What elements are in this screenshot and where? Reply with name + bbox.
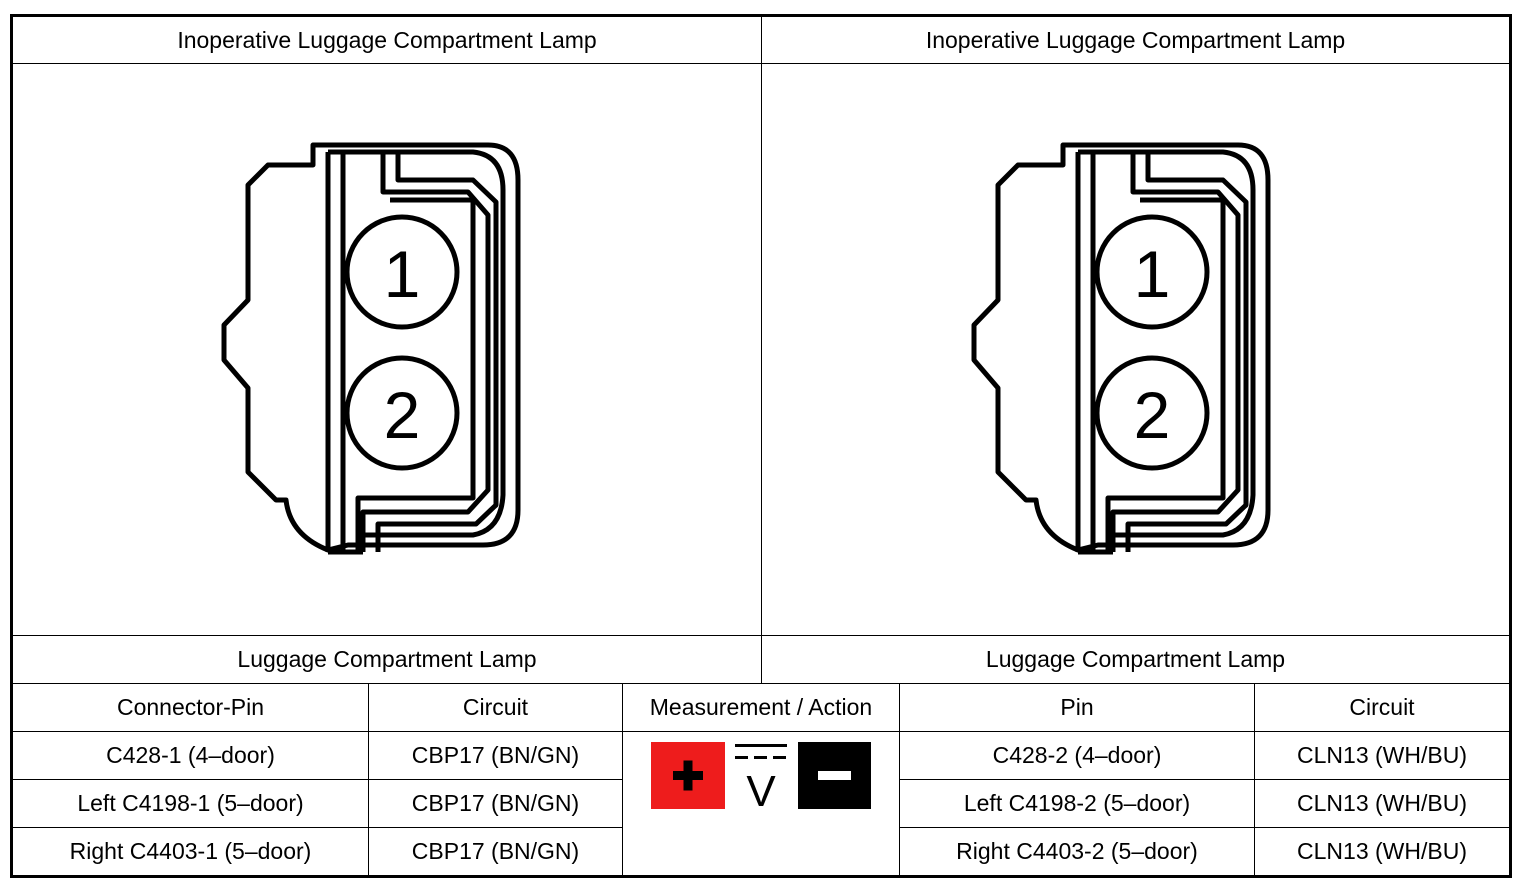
- divider: [900, 779, 1509, 780]
- divider: [13, 683, 1509, 684]
- connector-face-left: 1 2: [221, 142, 521, 555]
- divider: [899, 684, 900, 875]
- pin-2-circle: [1094, 355, 1210, 471]
- table-cell: CLN13 (WH/BU): [1297, 742, 1467, 768]
- table-cell: CBP17 (BN/GN): [411, 742, 580, 768]
- table-cell: C428-1 (4–door): [106, 742, 275, 768]
- table-cell: C428-2 (4–door): [992, 742, 1162, 768]
- component-name-left: Luggage Compartment Lamp: [237, 646, 537, 672]
- pin-1-label: 1: [384, 237, 421, 311]
- header-measurement: Measurement / Action: [649, 694, 873, 720]
- table-cell: Left C4198-2 (5–door): [963, 790, 1191, 816]
- table-cell: CLN13 (WH/BU): [1297, 838, 1467, 864]
- pin-1-circle: [344, 214, 460, 330]
- diagram-frame: [10, 14, 1512, 878]
- component-name-right: Luggage Compartment Lamp: [985, 646, 1286, 672]
- panel-title-right: Inoperative Luggage Compartment Lamp: [925, 26, 1346, 53]
- pin-1-label: 1: [1134, 237, 1171, 311]
- divider: [1254, 684, 1255, 875]
- dc-voltmeter-icon: V: [735, 744, 787, 810]
- header-pin: Pin: [1060, 694, 1094, 720]
- divider: [761, 17, 762, 684]
- divider: [13, 635, 1509, 636]
- connector-face-right: 1 2: [971, 142, 1271, 555]
- pin-1-circle: [1094, 214, 1210, 330]
- table-cell: Right C4403-2 (5–door): [956, 838, 1198, 864]
- table-cell: CBP17 (BN/GN): [411, 790, 580, 816]
- pin-2-label: 2: [384, 378, 421, 452]
- divider: [13, 779, 623, 780]
- table-cell: Right C4403-1 (5–door): [69, 838, 312, 864]
- divider: [368, 684, 369, 875]
- divider: [622, 684, 623, 875]
- header-circuit-left: Circuit: [462, 694, 529, 720]
- table-cell: CBP17 (BN/GN): [411, 838, 580, 864]
- header-circuit-right: Circuit: [1349, 694, 1415, 720]
- table-cell: CLN13 (WH/BU): [1297, 790, 1467, 816]
- divider: [13, 731, 1509, 732]
- pin-2-circle: [344, 355, 460, 471]
- table-cell: Left C4198-1 (5–door): [77, 790, 304, 816]
- plus-icon: [651, 742, 725, 809]
- panel-title-left: Inoperative Luggage Compartment Lamp: [177, 26, 597, 53]
- divider: [13, 827, 623, 828]
- svg-text:V: V: [746, 767, 776, 810]
- header-connector-pin: Connector-Pin: [116, 694, 265, 720]
- pin-2-label: 2: [1134, 378, 1171, 452]
- minus-icon: [798, 742, 871, 809]
- divider: [900, 827, 1509, 828]
